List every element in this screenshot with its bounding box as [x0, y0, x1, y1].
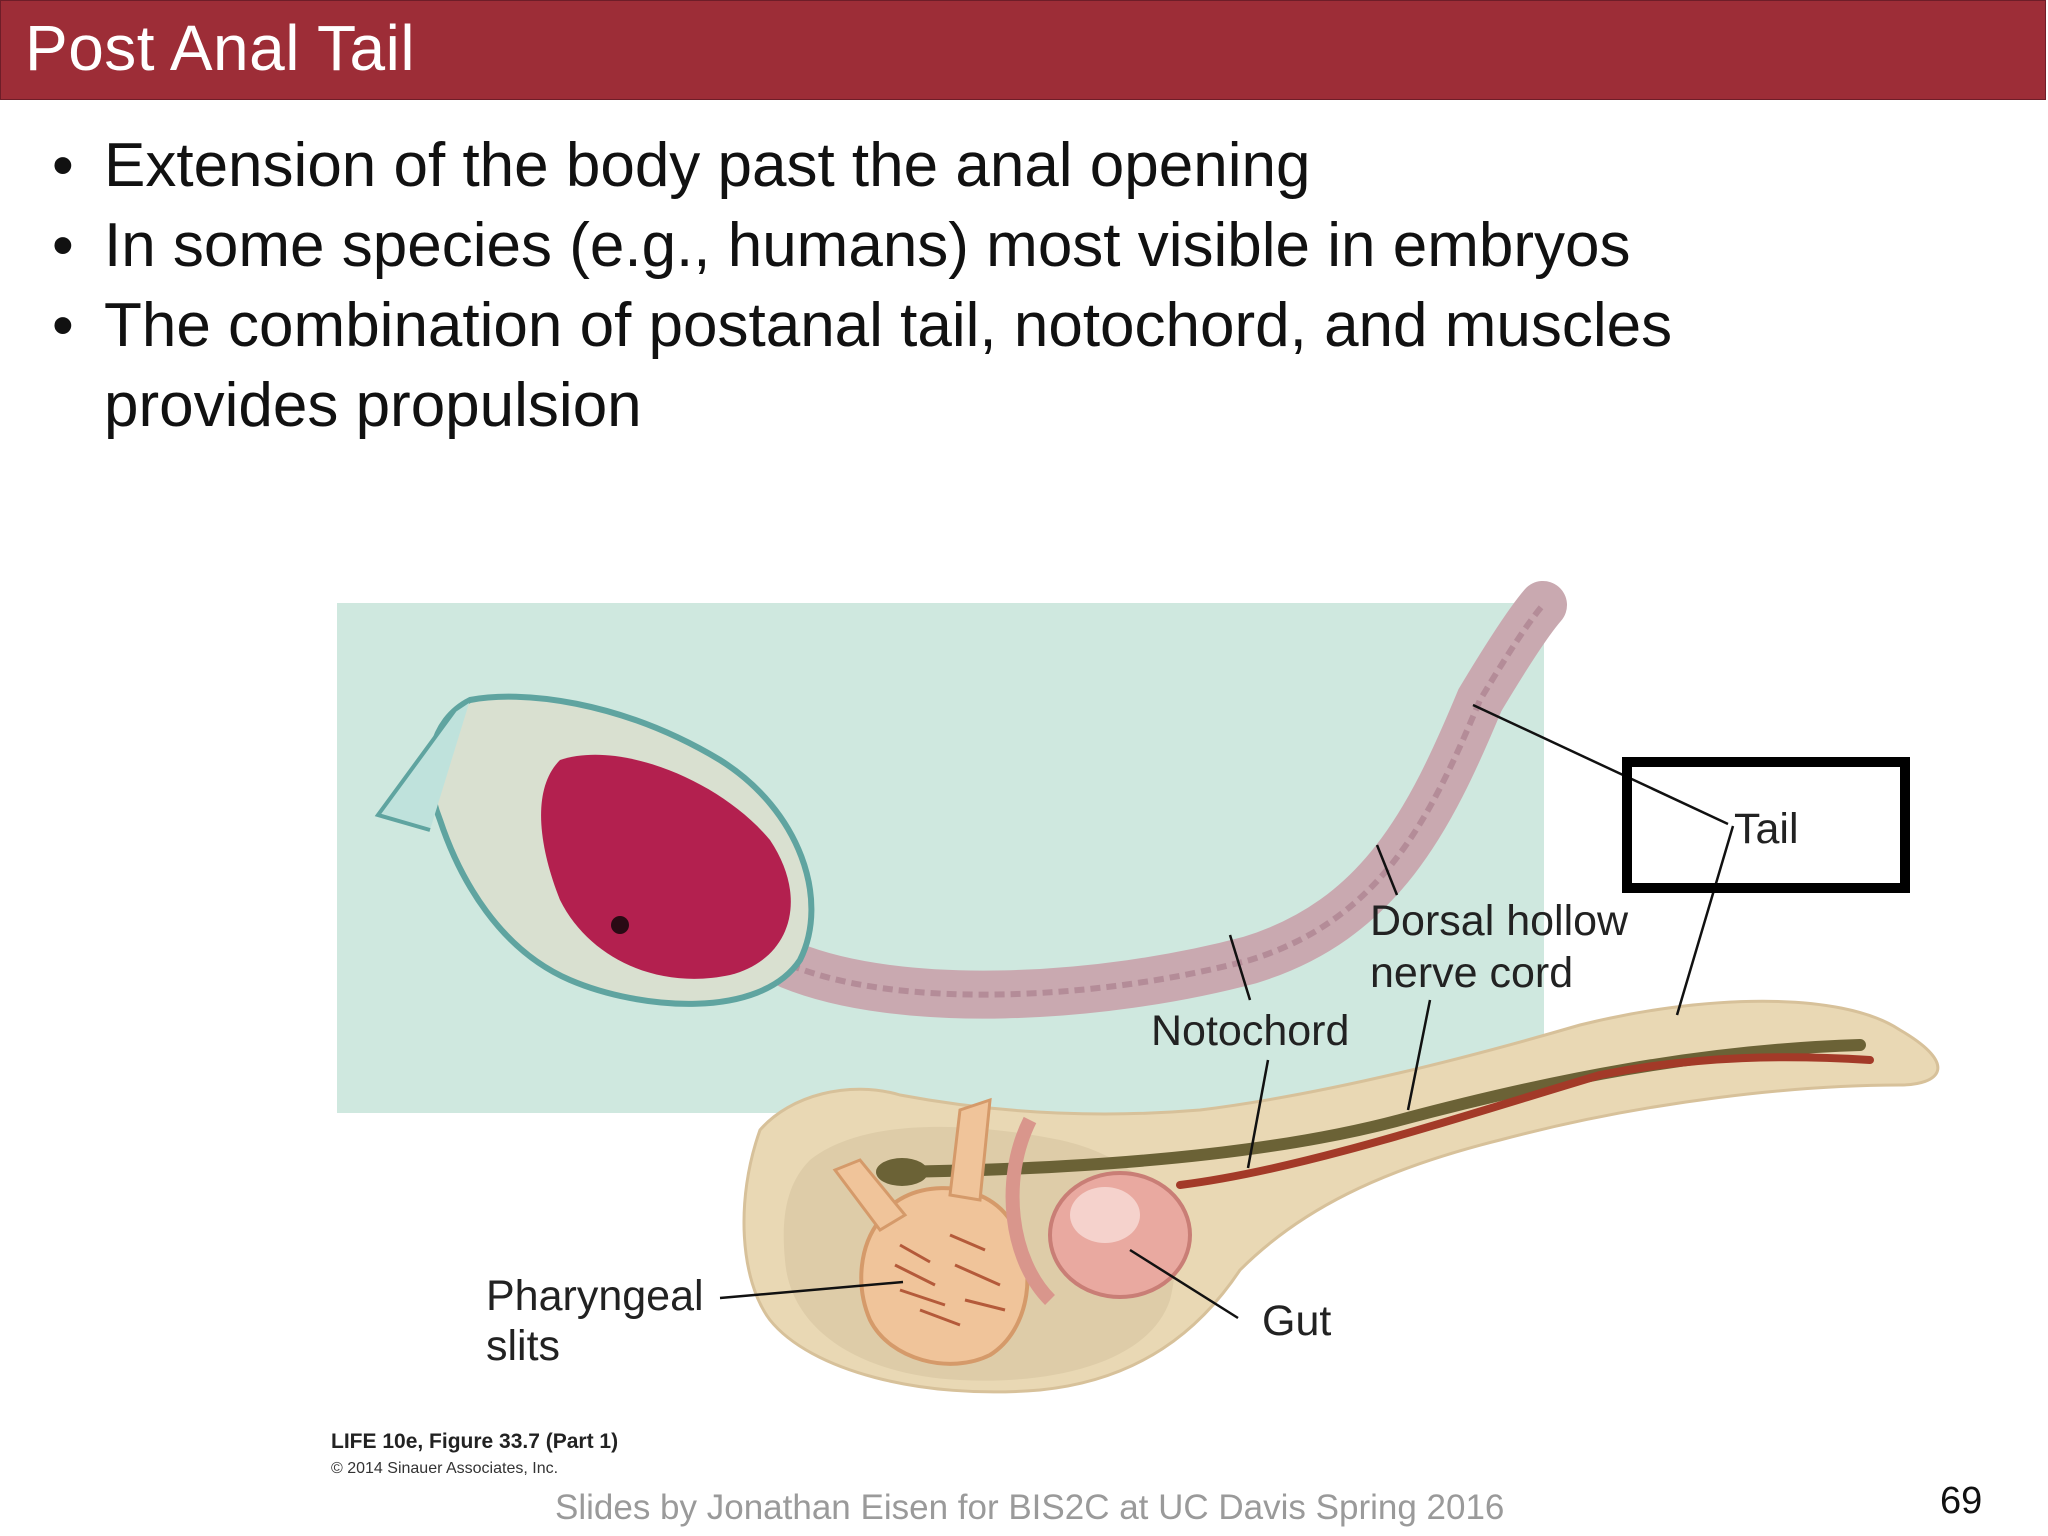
bullet-item-continuation: provides propulsion — [46, 366, 1946, 446]
label-notochord: Notochord — [1151, 1007, 1350, 1055]
bullet-list: • Extension of the body past the anal ope… — [46, 126, 1946, 446]
label-nerve-cord: nerve cord — [1370, 949, 1574, 997]
tail-highlight-box — [1622, 757, 1910, 893]
bullet-item: • Extension of the body past the anal ope… — [46, 126, 1946, 206]
nerve-cord-drawing — [1176, 1053, 1874, 1189]
label-gut: Gut — [1262, 1297, 1332, 1345]
label-slits: slits — [486, 1322, 561, 1370]
figure-credit-title: LIFE 10e, Figure 33.7 (Part 1) — [331, 1430, 619, 1453]
slide-title: Post Anal Tail — [25, 12, 416, 84]
bullet-text: provides propulsion — [104, 371, 642, 440]
bullet-item: • In some species (e.g., humans) most vis… — [46, 206, 1946, 286]
bullet-text: The combination of postanal tail, notoch… — [104, 291, 1673, 360]
leader-lines — [719, 703, 1735, 1320]
figure-copyright: © 2014 Sinauer Associates, Inc. — [331, 1460, 559, 1477]
label-tail: Tail — [1734, 805, 1799, 853]
bullet-item: • The combination of postanal tail, notoc… — [46, 286, 1946, 366]
page-number: 69 — [1940, 1480, 1983, 1522]
slide-footer: Slides by Jonathan Eisen for BIS2C at UC… — [555, 1488, 1505, 1527]
title-bar: Post Anal Tail — [0, 0, 2046, 100]
bullet-dot: • — [52, 131, 74, 200]
label-pharyngeal: Pharyngeal — [486, 1272, 704, 1320]
bullet-text: In some species (e.g., humans) most visi… — [104, 211, 1631, 280]
bullet-dot: • — [52, 211, 74, 280]
bullet-dot: • — [52, 291, 74, 360]
gut-drawing — [1005, 1116, 1056, 1305]
bullet-text: Extension of the body past the anal open… — [104, 131, 1311, 200]
label-dorsal-hollow: Dorsal hollow — [1370, 897, 1629, 945]
